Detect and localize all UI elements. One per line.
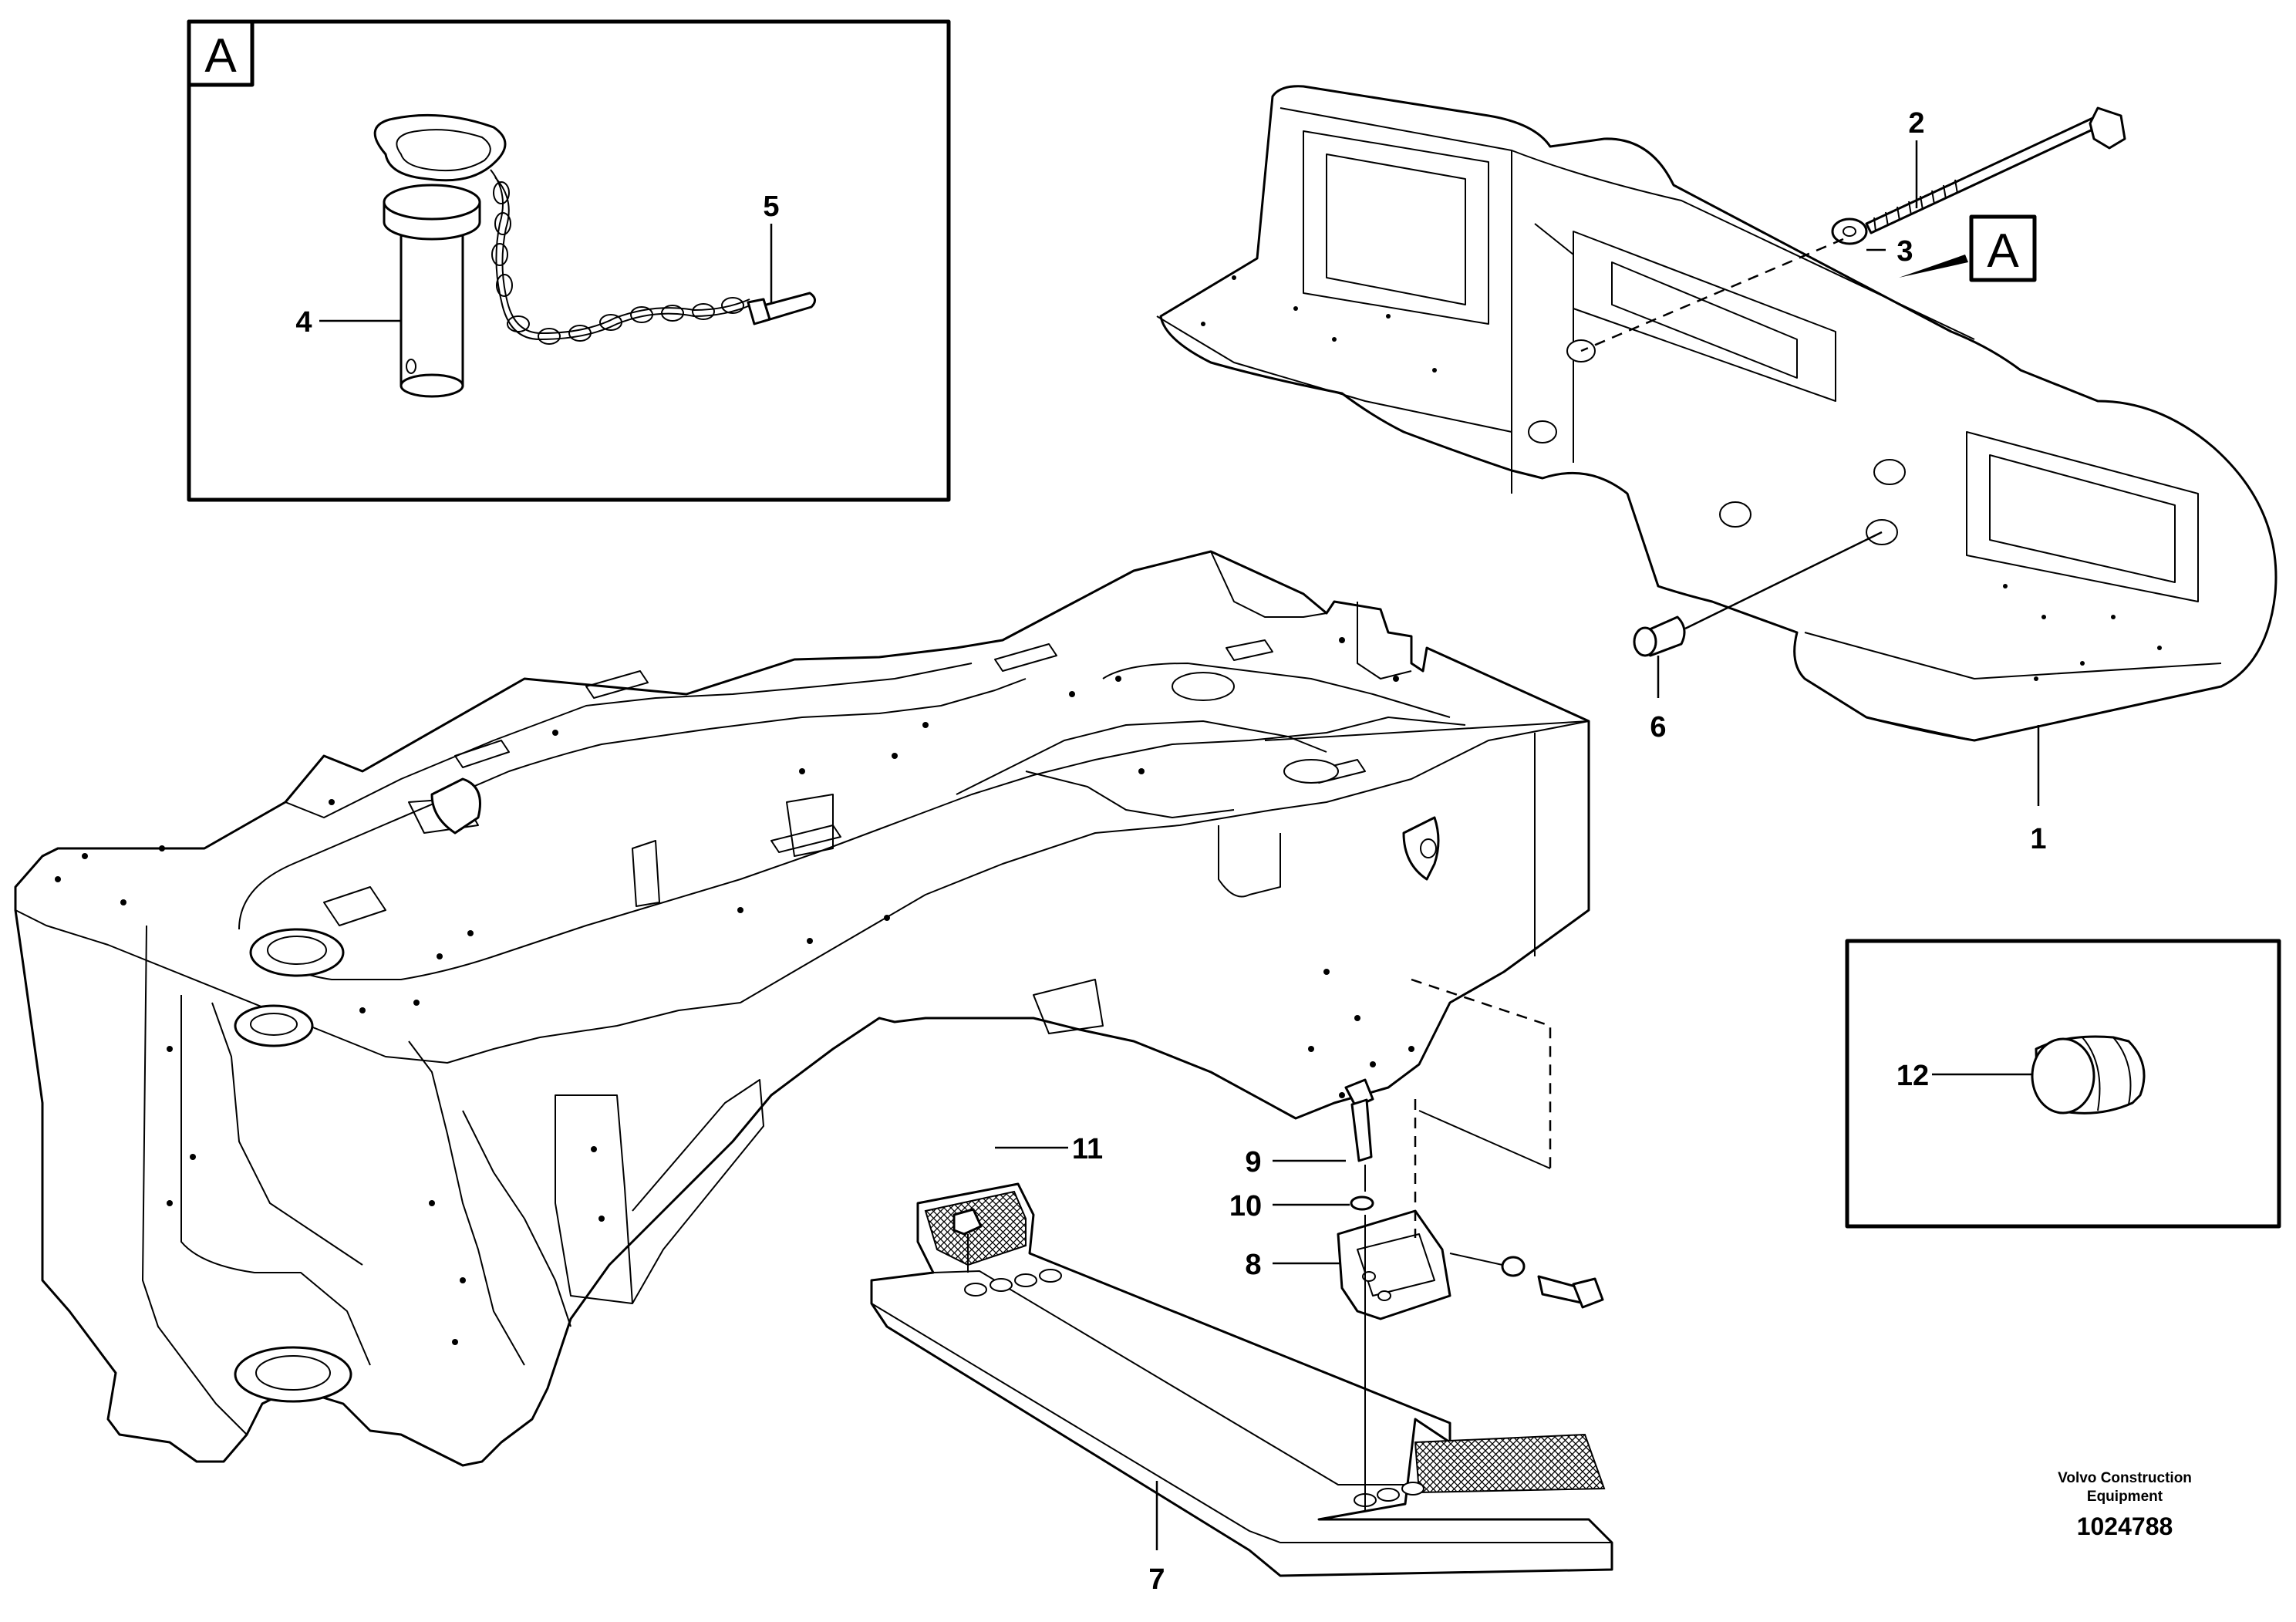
callout-5: 5 — [763, 191, 779, 223]
callout-2: 2 — [1908, 107, 1924, 140]
detail-label: A — [204, 29, 237, 83]
detail-label-box — [187, 19, 255, 87]
chain-drawing — [490, 169, 816, 345]
brand-line-1: Volvo Construction — [2058, 1470, 2192, 1486]
detail-frame — [187, 19, 951, 502]
callout-11: 11 — [1072, 1133, 1103, 1165]
callout-9: 9 — [1245, 1146, 1261, 1179]
detail-ref-label: A — [1987, 224, 2019, 278]
step-drawing — [870, 1078, 1613, 1577]
detail-ref-box — [1969, 214, 2037, 282]
callout-12: 12 — [1896, 1060, 1929, 1092]
callout-4: 4 — [295, 306, 312, 339]
plug-detail-frame — [1845, 939, 2281, 1229]
detail-view-a: A 4 — [187, 19, 951, 502]
lock-pin-drawing — [373, 113, 507, 398]
callout-7: 7 — [1148, 1563, 1165, 1596]
detail-view-plug: 12 — [1845, 939, 2281, 1229]
brand-line-2: Equipment — [2087, 1489, 2163, 1505]
callout-3: 3 — [1896, 235, 1913, 268]
detail-ref-arrow — [1899, 255, 1968, 278]
document-number: 1024788 — [2077, 1512, 2173, 1540]
counterweight-drawing — [1156, 85, 2277, 742]
dashed-reference-line — [1411, 978, 1552, 1172]
rear-frame-drawing — [14, 550, 1590, 1467]
callout-10: 10 — [1229, 1190, 1262, 1222]
callout-8: 8 — [1245, 1249, 1261, 1281]
callout-6: 6 — [1650, 711, 1666, 744]
callout-1: 1 — [2030, 823, 2046, 855]
reference-line — [1418, 1110, 1551, 1169]
